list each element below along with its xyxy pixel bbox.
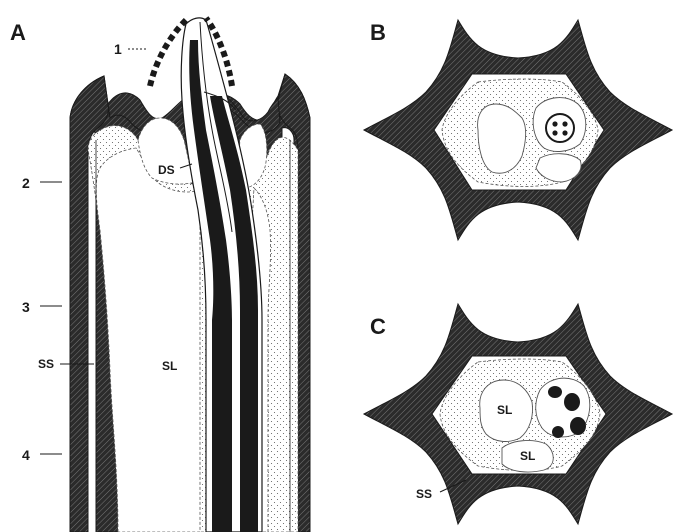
stylet-blob-c-3 — [552, 426, 564, 438]
panel-a-diagram — [70, 18, 310, 532]
stylet-dot-b-2 — [562, 121, 567, 126]
stylet-ring-b — [546, 114, 574, 142]
sl-label-a: SL — [162, 359, 177, 373]
ss-label-a: SS — [38, 357, 54, 371]
panel-a-letter: A — [10, 20, 26, 45]
panel-c-diagram — [364, 304, 672, 524]
region-label-1: 1 — [114, 41, 122, 57]
region-label-3: 3 — [22, 299, 30, 315]
left-lumen-b — [478, 104, 526, 173]
panel-c-letter: C — [370, 314, 386, 339]
stylet-dot-b-1 — [552, 121, 557, 126]
stylet-blob-c-4 — [570, 417, 586, 435]
stylet-dot-b-4 — [562, 130, 567, 135]
stylet-dot-b-3 — [552, 130, 557, 135]
region-label-4: 4 — [22, 447, 30, 463]
panel-b-diagram — [364, 20, 672, 240]
stylet-tip-dashes-a — [150, 20, 186, 86]
ss-label-c: SS — [416, 487, 432, 501]
region-label-2: 2 — [22, 175, 30, 191]
sl-label-c-lower: SL — [520, 449, 535, 463]
sl-label-c-upper: SL — [497, 403, 512, 417]
panel-b-letter: B — [370, 20, 386, 45]
ds-label-a: DS — [158, 163, 175, 177]
stylet-blob-c-2 — [564, 393, 580, 411]
stylet-blob-c-1 — [548, 386, 562, 398]
